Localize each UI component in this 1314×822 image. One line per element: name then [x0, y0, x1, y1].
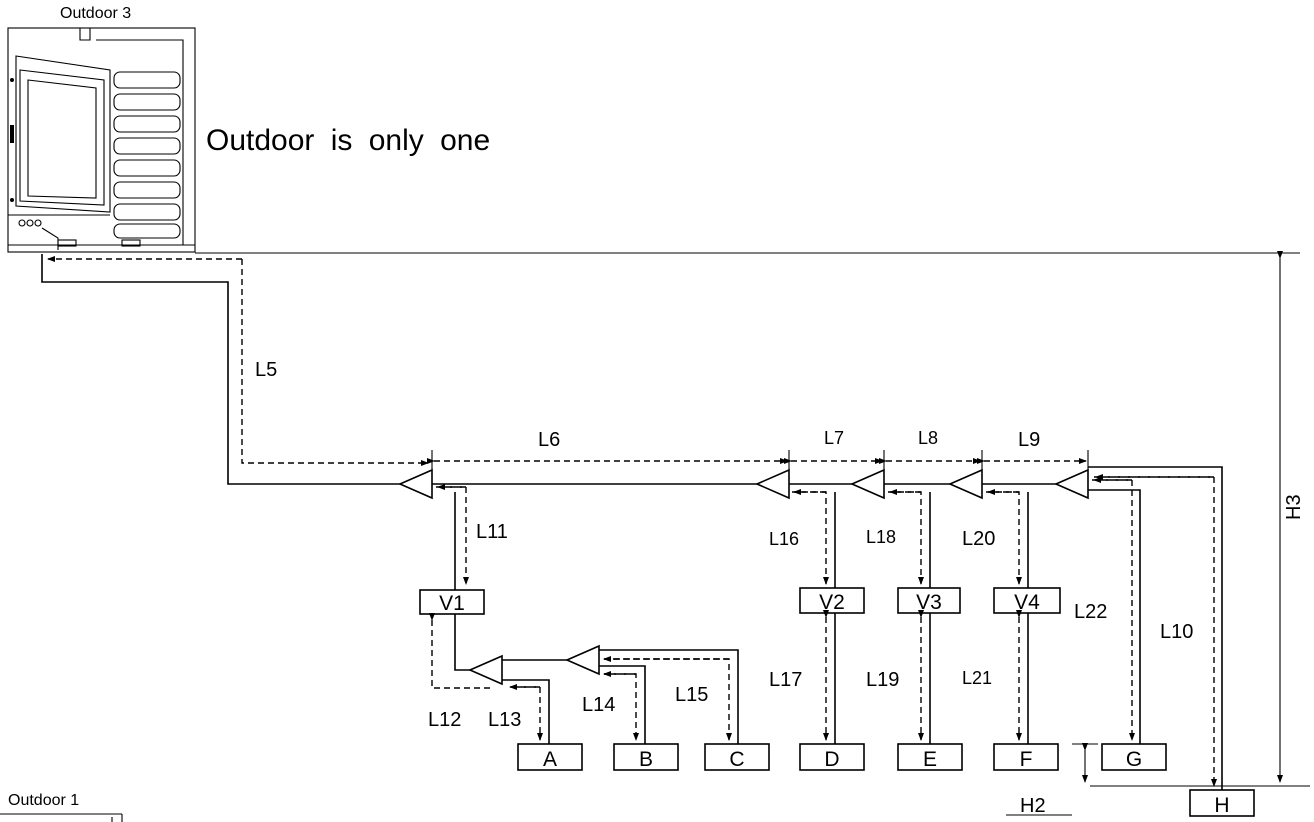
outdoor-1-caption: Outdoor 1	[8, 792, 79, 809]
pipe-label-l12: L12	[428, 709, 461, 731]
indoor-label-d: D	[824, 748, 839, 771]
pipe-label-l21: L21	[962, 668, 992, 688]
pipe-label-l6: L6	[538, 429, 560, 451]
valve-label-v4: V4	[1014, 591, 1040, 614]
valve-box-v3	[897, 587, 961, 614]
outdoor-unit-1	[0, 813, 123, 822]
valve-label-v2: V2	[819, 591, 845, 614]
indoor-label-g: G	[1126, 748, 1142, 771]
indoor-label-a: A	[543, 748, 557, 771]
indoor-label-e: E	[923, 748, 937, 771]
indoor-unit-a	[517, 743, 583, 771]
fan-grille-icon	[113, 71, 181, 239]
pipe-label-l15: L15	[675, 684, 708, 706]
pipe-label-l22: L22	[1074, 601, 1107, 623]
indoor-unit-b	[613, 743, 679, 771]
indoor-unit-h	[1189, 789, 1255, 817]
pipe-label-l8: L8	[918, 428, 938, 448]
pipe-label-l17: L17	[769, 669, 802, 691]
outdoor-3-caption: Outdoor 3	[60, 5, 131, 22]
outdoor-unit-3	[7, 27, 196, 253]
indoor-unit-e	[897, 743, 963, 771]
pipe-label-l13: L13	[488, 709, 521, 731]
indoor-unit-d	[799, 743, 865, 771]
outdoor-note: Outdoor is only one	[206, 124, 490, 157]
pipe-label-l11: L11	[476, 521, 508, 543]
h3-label: H3	[1283, 494, 1305, 520]
valve-label-v1: V1	[439, 592, 465, 615]
pipe-label-l10: L10	[1160, 621, 1193, 643]
valve-box-v2	[799, 587, 865, 614]
indoor-label-b: B	[639, 748, 653, 771]
indoor-unit-c	[704, 743, 770, 771]
indoor-label-c: C	[729, 748, 744, 771]
pipe-label-l18: L18	[866, 527, 896, 547]
pipe-label-l20: L20	[962, 528, 995, 550]
branch-joint-icon	[398, 468, 1089, 686]
valve-box-v1	[419, 589, 485, 615]
pipe-label-l9: L9	[1018, 429, 1040, 451]
h2-label: H2	[1020, 795, 1046, 817]
indoor-unit-g	[1101, 743, 1167, 771]
indoor-label-h: H	[1214, 794, 1229, 817]
pipe-label-l16: L16	[769, 529, 799, 549]
pipe-label-l19: L19	[866, 669, 899, 691]
pipe-label-l5: L5	[255, 359, 277, 381]
valve-box-v4	[993, 587, 1061, 614]
indoor-unit-f	[993, 743, 1059, 771]
valve-label-v3: V3	[916, 591, 942, 614]
indoor-label-f: F	[1020, 748, 1033, 771]
pipe-label-l14: L14	[582, 694, 615, 716]
pipe-label-l7: L7	[824, 428, 844, 448]
